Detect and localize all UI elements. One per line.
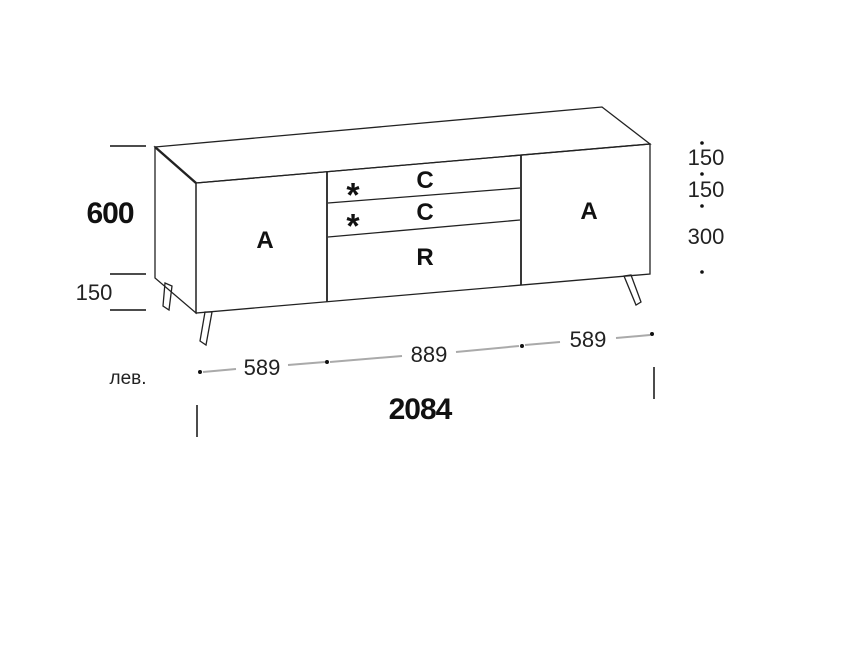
asterisk-icon: * — [346, 176, 360, 215]
leg-right — [623, 274, 642, 306]
overall-width: 2084 — [388, 393, 453, 426]
top-drawer-label: C — [416, 167, 434, 194]
front-face — [195, 143, 651, 314]
width-left: 589 — [243, 355, 281, 380]
drawer-line-2 — [327, 219, 521, 238]
right-height-2: 150 — [687, 177, 725, 202]
asterisk-icon: * — [346, 207, 360, 246]
overall-height: 600 — [86, 197, 134, 230]
width-dimension-line — [202, 334, 651, 373]
right-door-label: A — [580, 198, 598, 225]
bottom-drawer-label: R — [416, 244, 434, 271]
left-door-label: A — [256, 227, 274, 254]
top-surface — [153, 106, 652, 184]
width-right: 589 — [569, 327, 607, 352]
middle-drawer-label: C — [416, 199, 434, 226]
leg-height: 150 — [75, 280, 113, 305]
drawer-line-1 — [327, 187, 521, 204]
right-height-3: 300 — [687, 224, 725, 249]
leg-front-left — [199, 311, 213, 347]
side-label: лев. — [109, 368, 147, 389]
leg-back-left — [162, 282, 173, 312]
right-height-1: 150 — [687, 145, 725, 170]
width-center: 889 — [410, 342, 448, 367]
